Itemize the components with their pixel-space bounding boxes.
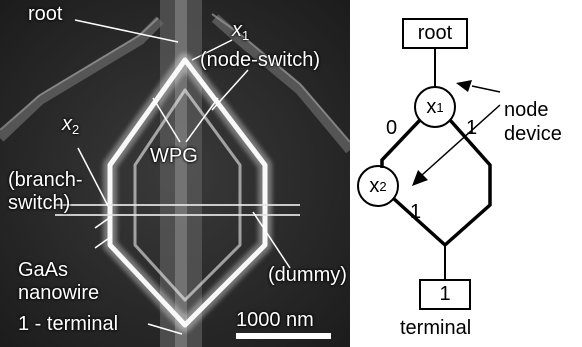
arrow-to-x1	[471, 85, 501, 93]
micrograph-image	[0, 0, 350, 347]
right-electrode	[211, 14, 350, 154]
leader-x2	[77, 147, 109, 207]
leader-root	[74, 19, 179, 43]
edge-1-bottom	[391, 196, 447, 247]
terminal-label: 1 - terminal	[18, 313, 119, 335]
wpg-label: WPG	[150, 145, 198, 167]
nanowire-label: nanowire	[18, 282, 100, 304]
leader-terminal	[147, 323, 183, 335]
edge-0	[380, 118, 422, 168]
branch-switch-label-line2: switch)	[8, 192, 71, 214]
node-device-label-line1: node	[504, 99, 549, 121]
x1-label: x1	[232, 19, 250, 43]
x2-node	[357, 165, 399, 207]
arrow-to-x2	[421, 104, 501, 176]
edge-1-bottom-label: 1	[410, 201, 422, 223]
root-box-label: root	[417, 22, 453, 44]
leader-wpg-left	[152, 97, 181, 143]
scale-label: 1000 nm	[236, 309, 314, 331]
branch-switch-label-line1: (branch-	[8, 169, 83, 191]
x1-node	[414, 86, 456, 128]
node-device-label-line2: device	[504, 123, 562, 145]
nanowire-hexagon	[107, 57, 268, 328]
edge-0-label: 0	[386, 117, 398, 139]
leader-gaas	[94, 235, 113, 249]
root-label: root	[28, 3, 63, 25]
edge-1-top	[443, 118, 492, 247]
leader-branch	[94, 215, 113, 229]
terminal-caption: terminal	[400, 317, 472, 339]
terminal-box-label: 1	[439, 283, 451, 305]
x2-label: x2	[62, 113, 80, 137]
sem-micrograph: root x1 (node-switch) WPG x2 (branch- sw…	[0, 0, 350, 347]
edge-1-top-label: 1	[466, 117, 478, 139]
dummy-label: (dummy)	[268, 264, 347, 286]
leader-node-switch	[211, 69, 249, 111]
arrowhead-x2	[412, 170, 428, 186]
terminal-box	[419, 279, 471, 310]
leader-wpg-right	[185, 97, 219, 143]
leader-dummy	[252, 211, 291, 269]
schematic-graphic	[357, 18, 501, 310]
scale-bar	[236, 333, 331, 339]
arrowhead-x1	[456, 80, 472, 92]
gaas-label: GaAs	[18, 259, 69, 281]
left-electrode	[0, 16, 164, 142]
node-switch-label: (node-switch)	[200, 49, 321, 71]
leader-x1	[191, 39, 233, 61]
